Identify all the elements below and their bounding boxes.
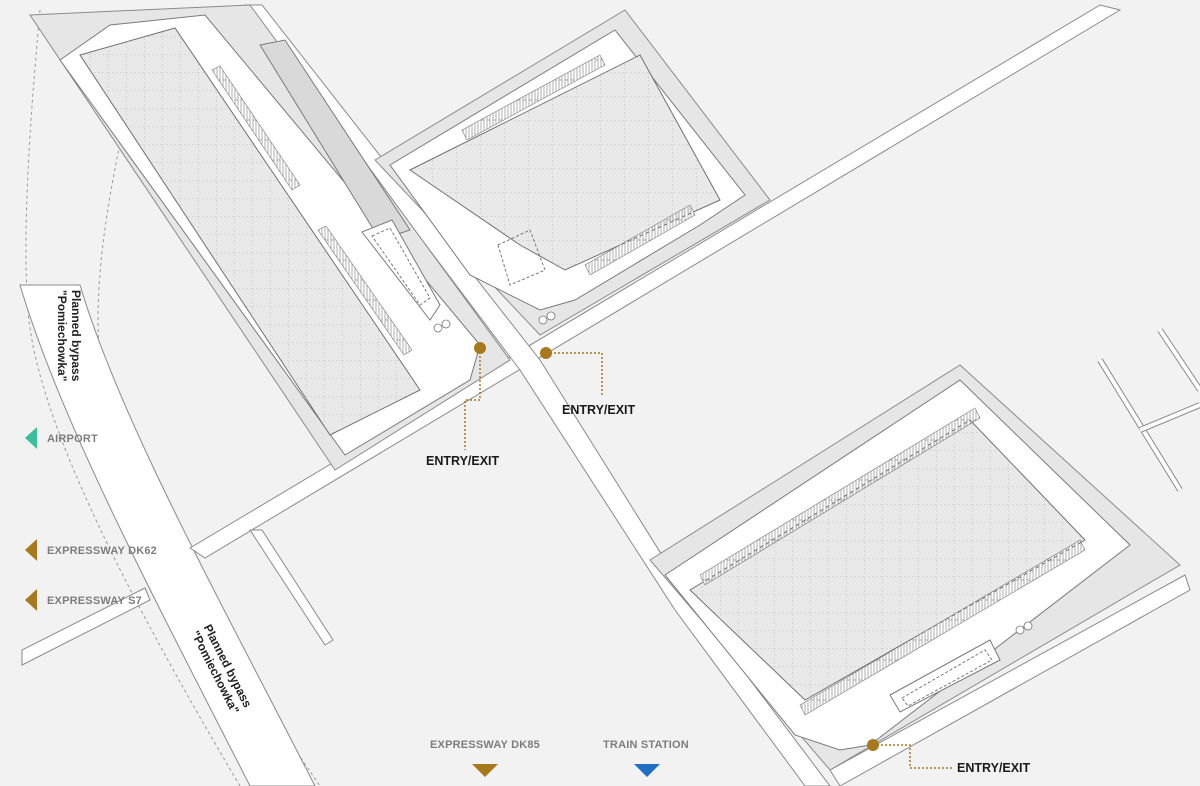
down-triangle-icon [634,764,660,777]
entry-exit-marker-1 [464,342,486,450]
down-triangle-icon [472,764,498,777]
plot-north-warehouse [374,9,771,336]
entry-exit-marker-3 [867,739,952,769]
entry-exit-label-1: ENTRY/EXIT [426,454,500,468]
bypass-label-top-line2: "Pomiechowka" [55,290,69,381]
direction-dk85-label: EXPRESSWAY DK85 [430,739,540,751]
direction-airport-label: AIRPORT [47,433,98,445]
entry-exit-marker-2 [540,347,603,395]
entry-exit-label-3: ENTRY/EXIT [957,761,1031,775]
direction-expressway-dk85: EXPRESSWAY DK85 [430,739,540,777]
entry-exit-label-2: ENTRY/EXIT [562,403,636,417]
direction-expressway-dk62: EXPRESSWAY DK62 [25,539,157,561]
direction-dk62-label: EXPRESSWAY DK62 [47,545,157,557]
left-triangle-icon [25,427,37,449]
bypass-corridor [19,9,321,786]
direction-expressway-s7: EXPRESSWAY S7 [25,589,142,611]
bypass-label-top: Planned bypass "Pomiechowka" [55,290,83,382]
bypass-label-top-line1: Planned bypass [69,290,83,382]
left-triangle-icon [25,539,37,561]
left-triangle-icon [25,589,37,611]
direction-train-station: TRAIN STATION [603,739,689,777]
direction-airport: AIRPORT [25,427,98,449]
plot-southeast-warehouse [649,364,1181,771]
direction-train-label: TRAIN STATION [603,739,689,751]
plot-west-warehouse [29,4,511,471]
direction-s7-label: EXPRESSWAY S7 [47,595,142,607]
